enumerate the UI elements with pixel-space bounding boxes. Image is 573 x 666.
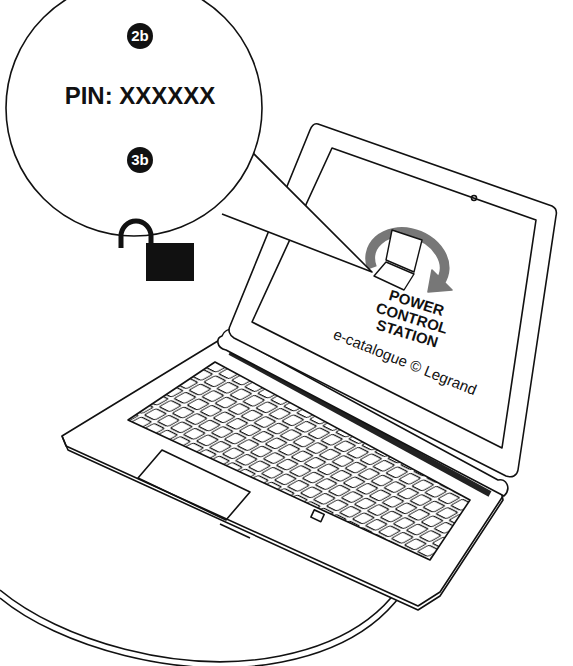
callout-number: 2b: [131, 28, 149, 44]
callout: [6, 0, 372, 281]
unlock-body: [146, 243, 194, 281]
pin-code: PIN: XXXXXX: [65, 83, 216, 108]
rotation-arrowhead: [428, 270, 452, 292]
callout-join: [237, 150, 252, 178]
logo-laptop-base: [374, 262, 414, 290]
screen: [252, 148, 536, 448]
trackpad: [138, 450, 250, 520]
webcam: [472, 196, 477, 201]
callout-circle: [6, 0, 262, 236]
callout-number: 3b: [131, 152, 149, 168]
step-badge: [127, 23, 153, 49]
laptop-lid: [229, 124, 556, 477]
step-badge: [127, 147, 153, 173]
trackpad-button: [220, 524, 250, 538]
fingerprint-reader: [311, 510, 324, 522]
